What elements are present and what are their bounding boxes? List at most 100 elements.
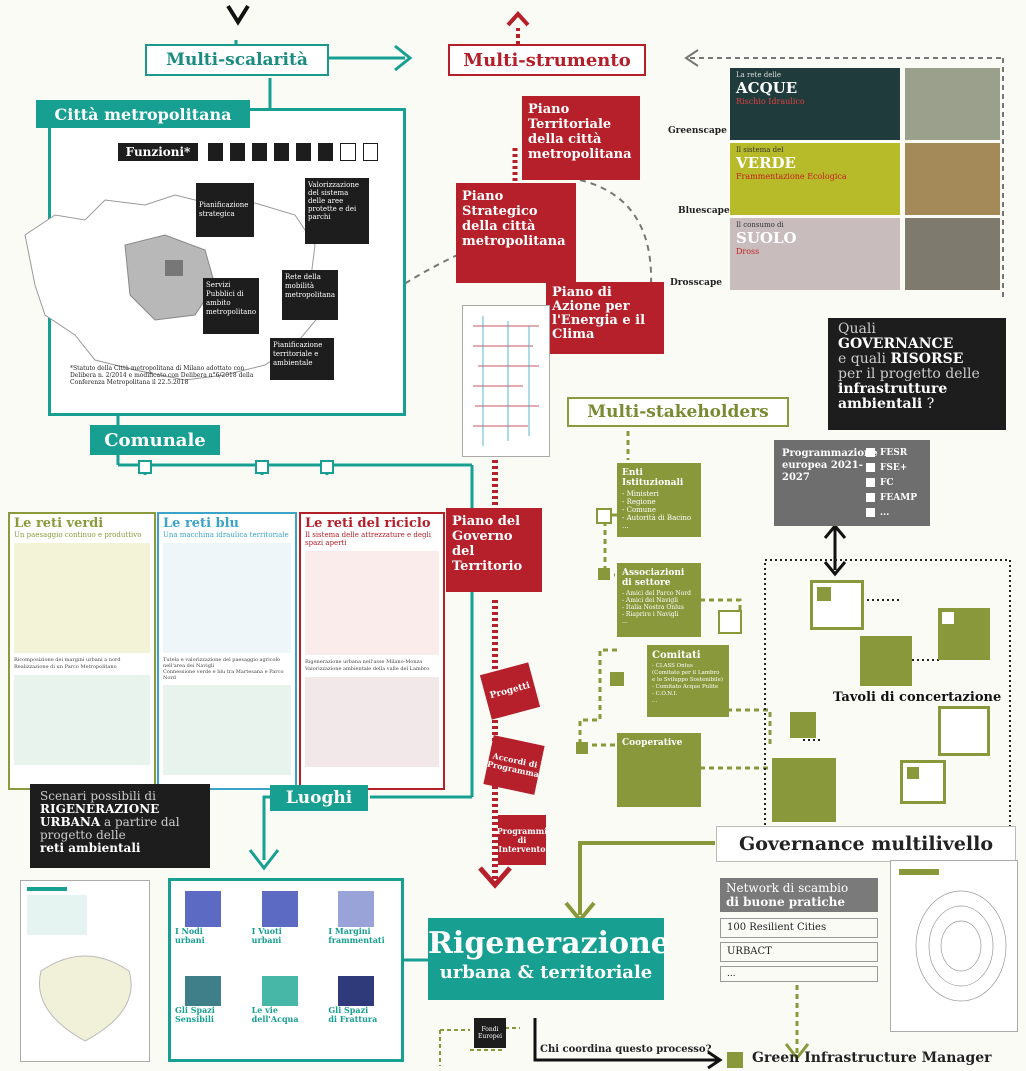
gq-ambientali: ambientali: [838, 396, 923, 412]
gim-label: Green Infrastructure Manager: [752, 1050, 992, 1066]
stakeholder-item: ...: [622, 618, 628, 625]
stakeholder-item: - C.O.N.I.: [652, 691, 678, 697]
stakeholder-item: ...: [622, 522, 629, 530]
tag-programmi: Programmi di Intervento: [497, 815, 547, 865]
cover-title: SUOLO: [736, 229, 797, 247]
governance-multilivello-label: Governance multilivello: [716, 826, 1016, 862]
scenari-line: a partire dal progetto delle: [40, 815, 180, 842]
reti-legend-item: Connessione verde e blu tra Martesana e …: [163, 669, 284, 681]
tag-accordi: Accordi di Programma: [483, 735, 545, 795]
cover-kicker: Il consumo di: [736, 221, 784, 229]
scape-label-bluescape: Bluescape: [678, 206, 730, 216]
reti-subtitle: Un paesaggio continuo e produttivo: [14, 531, 142, 539]
comunale-label: Comunale: [90, 425, 220, 455]
network-box: Network di scambio di buone pratiche 100…: [720, 878, 878, 988]
stakeholder-title: Enti Istituzionali: [622, 468, 684, 488]
net-node-2: [598, 568, 610, 580]
programmazione-title: Programmazione europea 2021-2027: [782, 448, 878, 483]
cover-sub: Rischio Idraulico: [736, 97, 805, 106]
tavolo-square-1: [810, 580, 864, 630]
plan-territoriale: Piano Territoriale della città metropoli…: [522, 96, 640, 180]
stakeholder-title: Cooperative: [622, 738, 683, 748]
gim-square: [727, 1052, 743, 1068]
tavolo-square-3: [938, 608, 990, 660]
stakeholder-item: - Riaprire i Navigli: [622, 611, 679, 618]
chi-coordina-text: Chi coordina questo processo?: [540, 1044, 712, 1055]
stakeholder-associazioni: Associazioni di settore - Amici del Parc…: [617, 563, 701, 637]
stakeholder-item: - Regione: [622, 498, 656, 506]
prog-item-fesr: FESR: [866, 446, 917, 461]
reti-legend-item: Valorizzazione ambientale della valle de…: [305, 666, 430, 672]
cover-kicker: La rete delle: [736, 71, 781, 79]
prog-item-more: ...: [866, 506, 917, 521]
gq-mark: ?: [926, 396, 935, 412]
tavolo-square-4: [790, 712, 816, 738]
stakeholder-cooperative: Cooperative: [617, 733, 701, 807]
scape-photo-2: [905, 143, 1000, 215]
scape-label-drosscape: Drosscape: [670, 278, 723, 288]
scape-cover-suolo: Il consumo di SUOLO Dross: [730, 218, 900, 290]
multistrumento-label: Multi-strumento: [448, 44, 646, 76]
reti-title: Le reti verdi: [14, 516, 104, 531]
stakeholder-item: (Comitato per il Lambro e lo Sviluppo So…: [652, 670, 723, 683]
network-item-100rc: 100 Resilient Cities: [720, 918, 878, 938]
rigenerazione-title: Rigenerazione: [428, 926, 670, 961]
net-node-1: [596, 508, 612, 524]
scape-photo-1: [905, 68, 1000, 140]
gq-line: Quali: [838, 321, 876, 337]
stakeholder-title: Associazioni di settore: [622, 568, 685, 588]
reti-subtitle: Una macchina idraulica territoriale: [163, 531, 289, 539]
governance-question: Quali GOVERNANCE e quali RISORSE per il …: [828, 318, 1006, 430]
net-node-5: [576, 742, 588, 754]
reti-legend-item: Tutela e valorizzazione del paesaggio ag…: [163, 657, 281, 669]
gq-governance: GOVERNANCE: [838, 336, 954, 352]
func-box-rete-mobilita: Rete della mobilità metropolitana: [282, 270, 338, 320]
tavolo-square-2: [860, 636, 912, 686]
stakeholder-item: - Amici dei Navigli: [622, 597, 679, 604]
reti-riciclo-panel: Le reti del riciclo Il sistema delle att…: [299, 512, 445, 790]
prog-item-feamp: FEAMP: [866, 491, 917, 506]
tavoli-label: Tavoli di concertazione: [833, 690, 1002, 705]
metro-footnote: *Statuto della Città metropolitana di Mi…: [70, 365, 254, 386]
prog-item-fc: FC: [866, 476, 917, 491]
func-box-pianificazione-strategica: Pianificazione strategica: [196, 183, 254, 237]
cover-sub: Frammentazione Ecologica: [736, 172, 847, 181]
network-subtitle: di buone pratiche: [726, 895, 846, 909]
stakeholder-comitati: Comitati - CLASS Onlus (Comitato per il …: [647, 645, 729, 717]
multistakeholders-label: Multi-stakeholders: [567, 397, 789, 427]
net-node-3: [718, 610, 742, 634]
net-node-4: [610, 672, 624, 686]
stakeholder-item: - Comitato Acque Pulite: [652, 684, 719, 690]
comunale-node-3: [320, 460, 334, 474]
plan-governo-territorio: Piano del Governo del Territorio: [446, 508, 542, 592]
scenari-line: Scenari possibili di: [40, 789, 156, 803]
scape-cover-verde: Il sistema del VERDE Frammentazione Ecol…: [730, 143, 900, 215]
gq-infrastrutture: infrastrutture: [838, 381, 948, 397]
stakeholder-item: - Ministeri: [622, 490, 659, 498]
prog-item-fse: FSE+: [866, 461, 917, 476]
reti-legend-item: Ricomposizione dei margini urbani a nord: [14, 657, 121, 663]
cover-sub: Dross: [736, 247, 760, 256]
cover-title: ACQUE: [736, 79, 798, 97]
scape-photo-3: [905, 218, 1000, 290]
luoghi-map-thumb: [20, 880, 150, 1062]
stakeholder-enti: Enti Istituzionali - Ministeri - Regione…: [617, 463, 701, 537]
scenari-rigenerazione: RIGENERAZIONE: [40, 802, 160, 816]
scenari-urbana: URBANA: [40, 815, 101, 829]
network-title: Network di scambio: [726, 881, 849, 895]
rigenerazione-subtitle: urbana & territoriale: [439, 962, 653, 983]
luoghi-label: Luoghi: [270, 785, 368, 811]
citta-metropolitana-label: Città metropolitana: [36, 100, 250, 128]
reti-legend-item: Rigenerazione urbana nell'asse Milano-Mo…: [305, 659, 423, 665]
gq-line: per il progetto delle: [838, 366, 980, 382]
func-box-valorizzazione: Valorizzazione del sistema delle aree pr…: [305, 178, 369, 244]
scenari-reti: reti ambientali: [40, 841, 141, 855]
stakeholder-item: - CLASS Onlus: [652, 663, 693, 669]
network-item-urbact: URBACT: [720, 942, 878, 962]
reti-title: Le reti blu: [163, 516, 240, 531]
comunale-node-2: [255, 460, 269, 474]
